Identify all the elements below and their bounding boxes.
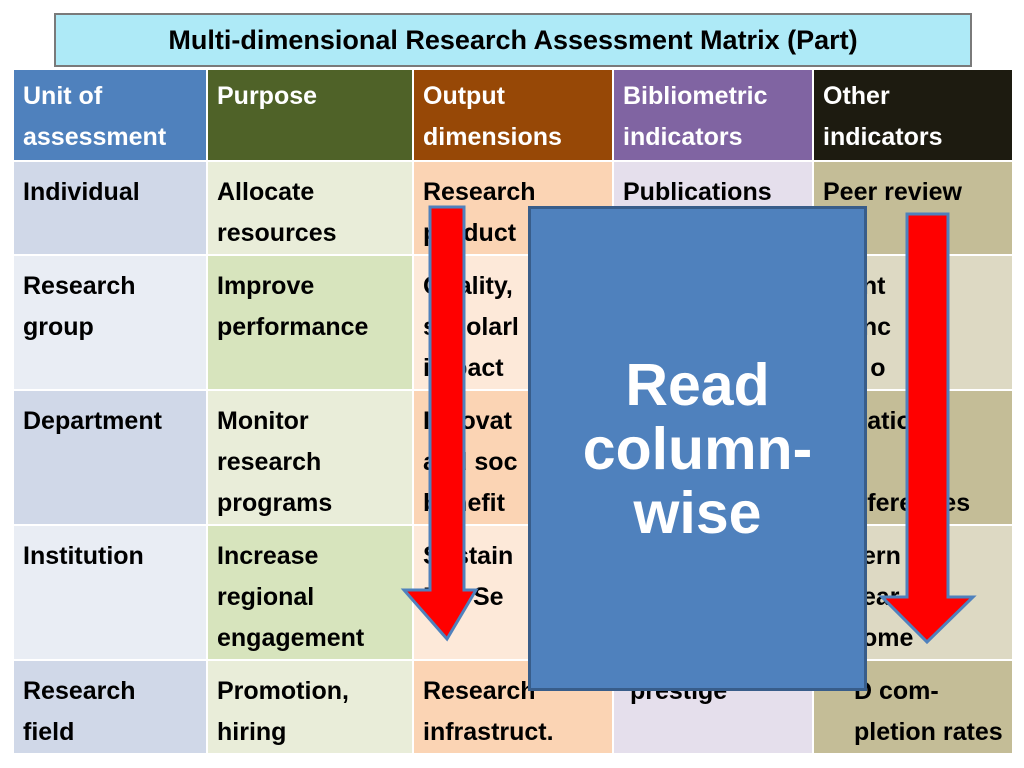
header-row: Unit of assessment Purpose Output dimens… [12, 68, 1014, 162]
table-cell: Department [12, 389, 208, 526]
table-cell: Promotion, hiring [206, 659, 414, 755]
header-cell-unit: Unit of assessment [12, 68, 208, 162]
table-cell: Improve performance [206, 254, 414, 391]
read-column-wise-callout: Read column- wise [528, 206, 867, 691]
table-cell: Increase regional engagement [206, 524, 414, 661]
header-cell-purpose: Purpose [206, 68, 414, 162]
callout-text: Read column- wise [582, 351, 813, 546]
down-arrow-icon [878, 212, 977, 645]
page-title: Multi-dimensional Research Assessment Ma… [168, 24, 858, 55]
table-cell: Research infrastruct. [412, 659, 614, 755]
down-arrow-icon [400, 205, 479, 642]
table-row: Research field Promotion, hiring Researc… [12, 659, 1014, 755]
title-box: Multi-dimensional Research Assessment Ma… [54, 13, 972, 67]
table-cell: D com- pletion rates [812, 659, 1014, 755]
table-cell: Allocate resources [206, 160, 414, 256]
table-cell: Institution [12, 524, 208, 661]
table-cell: Individual [12, 160, 208, 256]
table-cell: Research group [12, 254, 208, 391]
table-cell: Research field [12, 659, 208, 755]
header-cell-output: Output dimensions [412, 68, 614, 162]
table-cell: Monitor research programs [206, 389, 414, 526]
header-cell-other: Other indicators [812, 68, 1014, 162]
header-cell-bibliometric: Bibliometric indicators [612, 68, 814, 162]
